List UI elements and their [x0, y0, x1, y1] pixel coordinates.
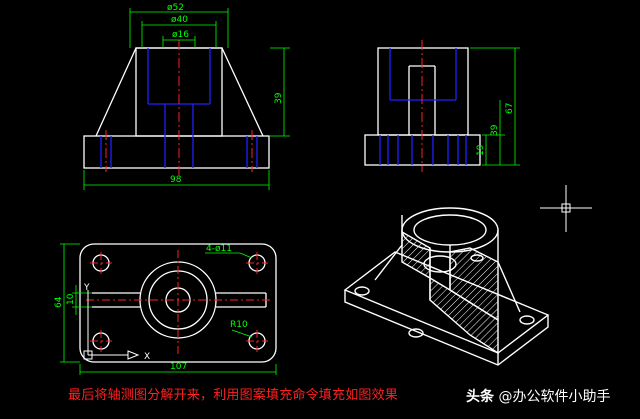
front-dimensions — [83, 8, 290, 190]
cad-drawing-canvas[interactable]: ø52 ø40 ø16 39 98 — [0, 0, 640, 385]
side-dimensions — [470, 47, 520, 166]
dim-top-r10: R10 — [230, 320, 248, 330]
dim-side-h19: 19 — [476, 144, 486, 156]
dim-front-bore16: ø16 — [172, 30, 189, 40]
iso-hole — [408, 328, 424, 338]
front-center-lines — [105, 40, 253, 175]
dim-front-h39: 39 — [274, 92, 284, 104]
watermark-logo: 头条 — [466, 389, 494, 405]
dim-top-w107: 107 — [170, 362, 187, 372]
dim-front-od40: ø40 — [171, 15, 188, 25]
watermark: 头条 @办公软件小助手 — [466, 386, 610, 406]
front-hidden-lines — [100, 48, 258, 168]
bottom-bar — [0, 385, 640, 419]
top-center-lines — [86, 250, 272, 356]
top-dimensions — [60, 243, 277, 375]
ucs-icon — [83, 290, 140, 360]
dim-side-h39: 39 — [490, 124, 500, 136]
ucs-x-label: X — [144, 352, 150, 362]
watermark-account: @办公软件小助手 — [498, 389, 611, 405]
iso-hole — [354, 286, 370, 296]
top-view: 4-ø11 R10 64 10 107 Y X — [54, 243, 277, 375]
side-hidden-lines — [379, 48, 467, 165]
dim-top-holes: 4-ø11 — [206, 244, 232, 254]
dim-top-h64: 64 — [54, 296, 64, 308]
crosshair-cursor-icon — [540, 185, 592, 232]
dim-side-h67: 67 — [505, 103, 515, 114]
front-view: ø52 ø40 ø16 39 98 — [83, 3, 290, 190]
top-mount-holes — [92, 254, 266, 350]
side-upright — [377, 47, 469, 136]
dim-top-slot10: 10 — [66, 293, 76, 305]
isometric-view — [343, 207, 550, 366]
dim-front-w98: 98 — [170, 175, 182, 185]
side-view: 67 39 19 — [364, 40, 520, 172]
top-base-outline — [79, 243, 277, 363]
ucs-y-label: Y — [83, 283, 90, 293]
caption-text: 最后将轴测图分解开来，利用图案填充命令填充如图效果 — [68, 388, 399, 403]
dim-front-od52: ø52 — [167, 3, 184, 13]
front-base — [83, 135, 270, 169]
iso-hole — [519, 315, 535, 325]
